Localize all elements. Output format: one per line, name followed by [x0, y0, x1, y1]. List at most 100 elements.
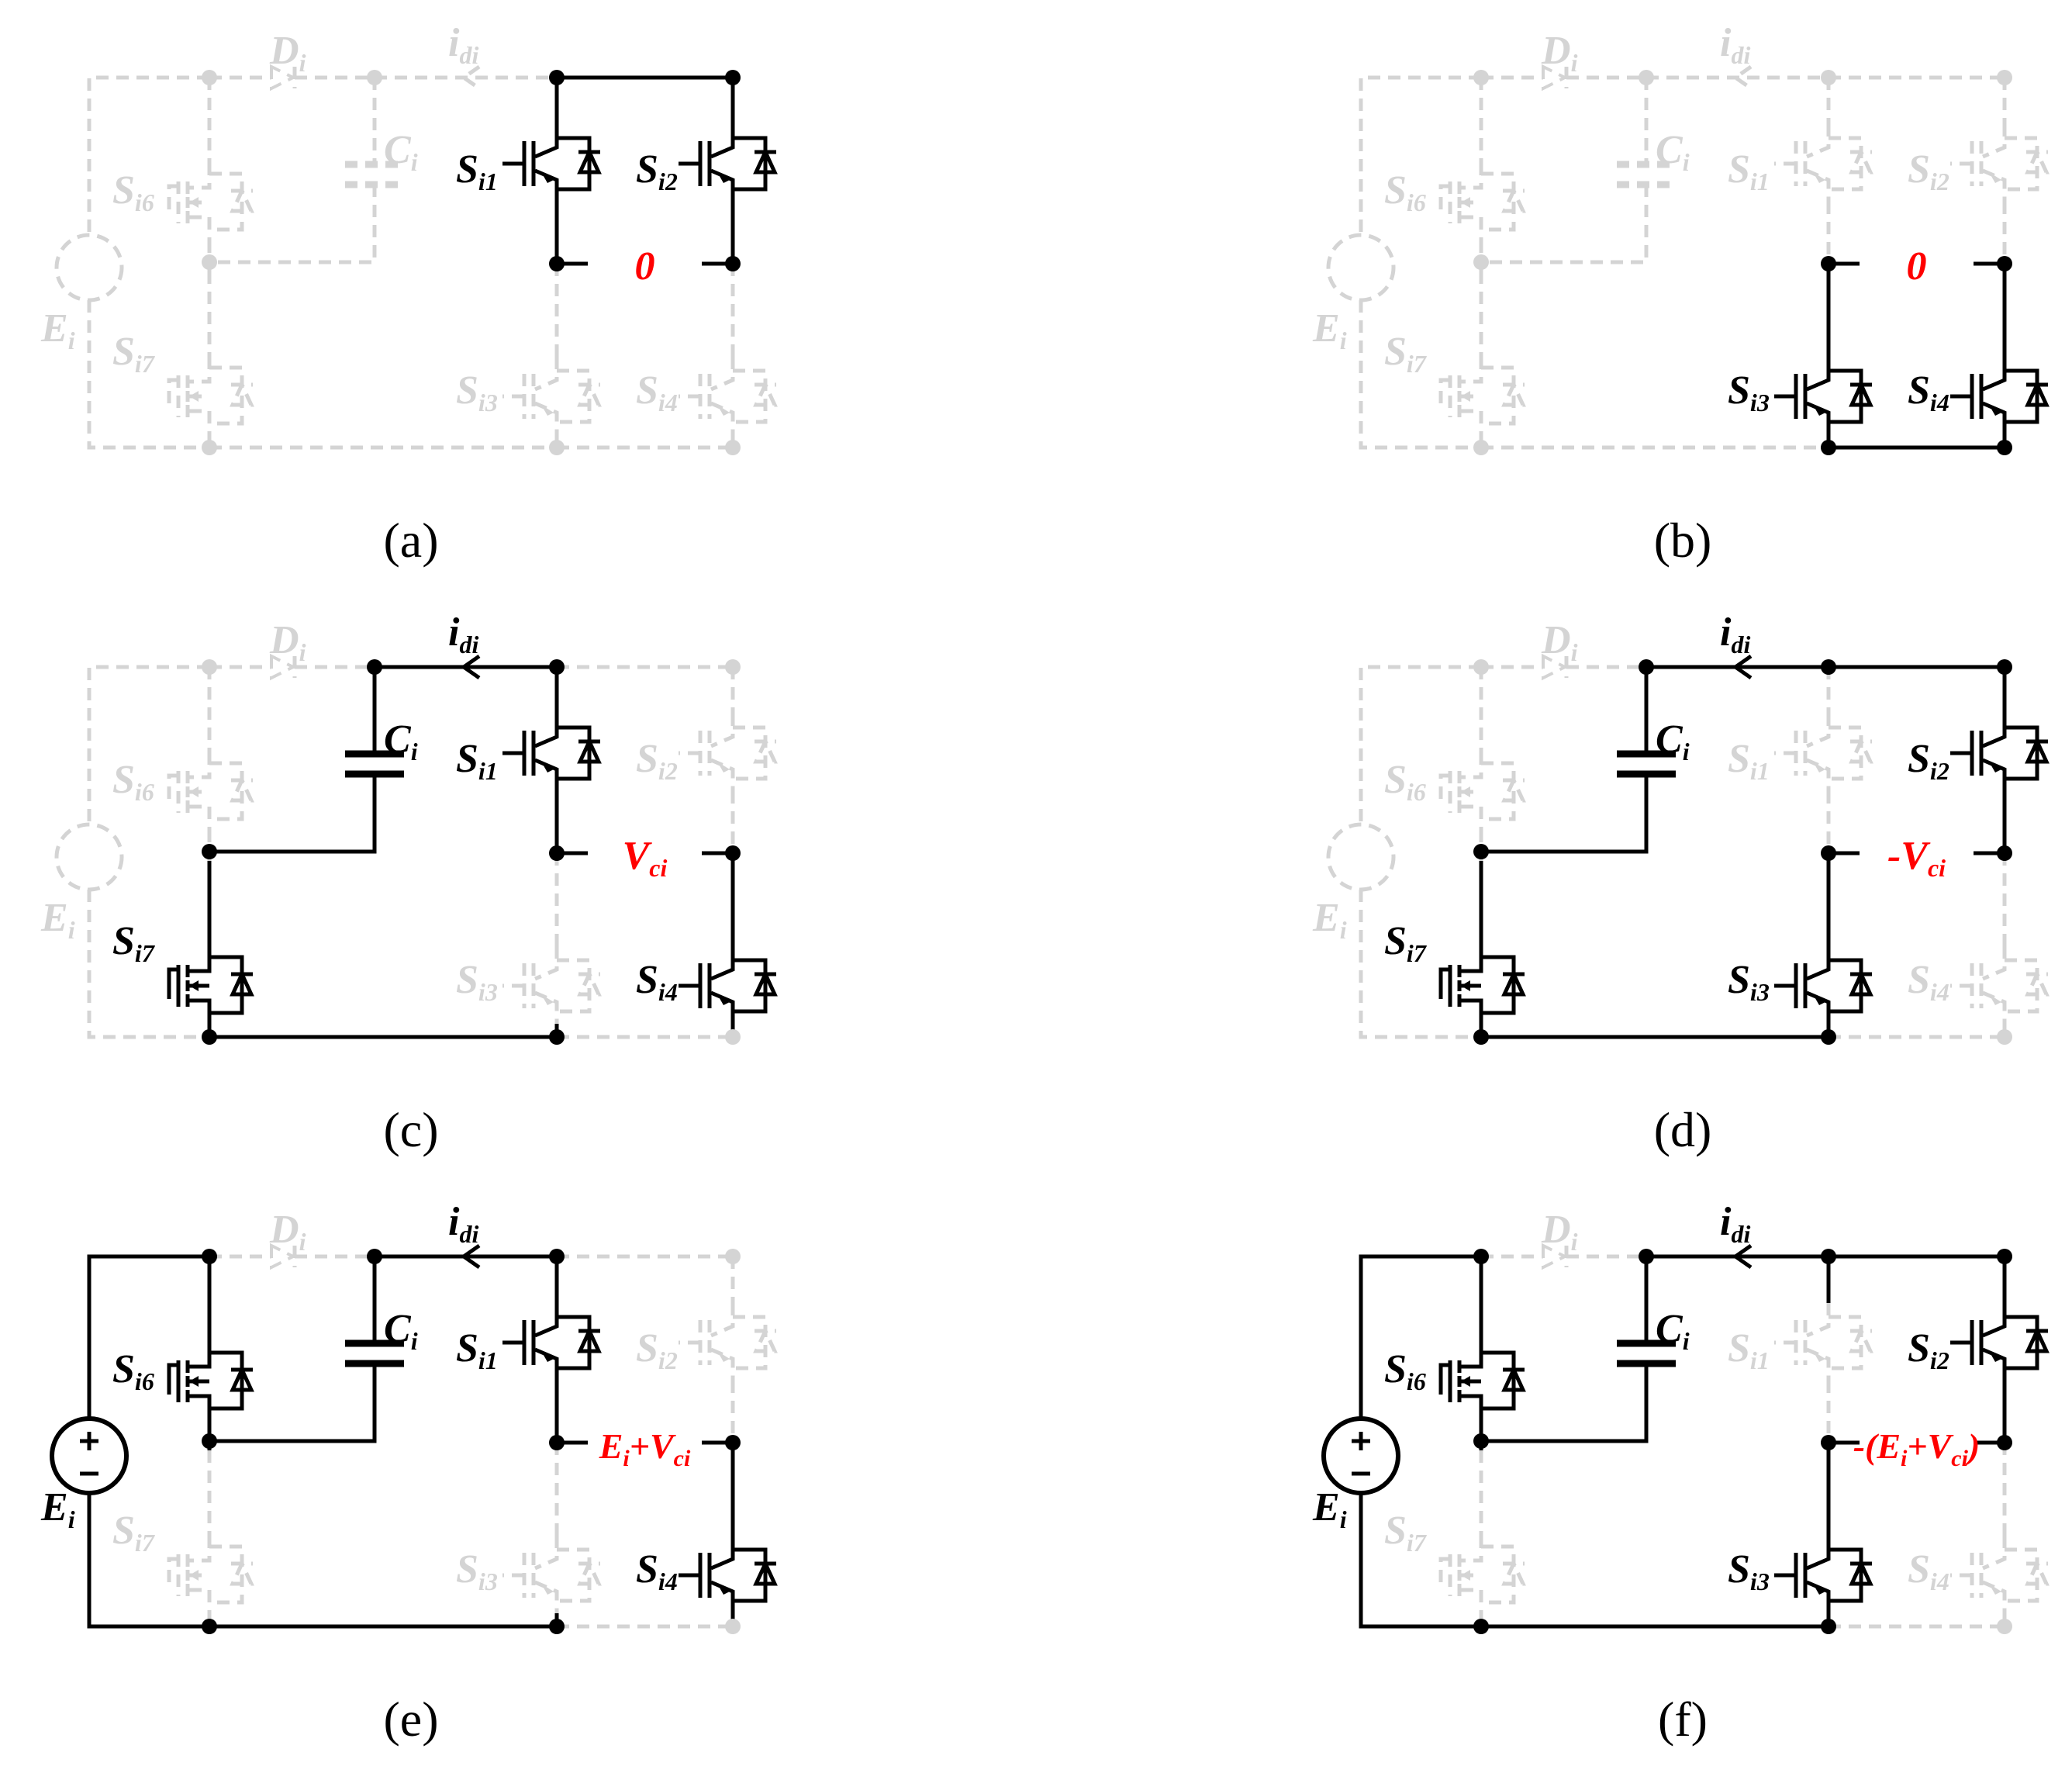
source-label: Ei	[1312, 306, 1347, 354]
s6-label-main: S	[1384, 168, 1407, 213]
capacitor-label: Ci	[1656, 1307, 1690, 1355]
junction-dot	[725, 1249, 741, 1264]
junction-dot	[1821, 1435, 1836, 1450]
cap-lower-wire	[209, 774, 377, 854]
junction-dot	[1821, 845, 1836, 861]
s6-mosfet-icon	[167, 1342, 254, 1419]
s2-igbt-icon	[1950, 124, 2050, 202]
s6-label: Si6	[1384, 168, 1426, 216]
s6-label-main: S	[112, 1347, 135, 1391]
capacitor-label: Ci	[384, 128, 418, 176]
junction-dot	[549, 659, 565, 675]
capacitor-label-sub: i	[411, 148, 418, 176]
s6-mosfet-icon	[1438, 752, 1526, 830]
s7-label: Si7	[1384, 1509, 1428, 1557]
junction-dot	[1821, 70, 1836, 85]
junction-dot	[202, 1433, 217, 1449]
dc-source-icon	[54, 233, 124, 302]
source-label-sub: i	[1340, 327, 1347, 354]
s7-label-sub: i7	[135, 1529, 156, 1557]
s7-label: Si7	[1384, 919, 1428, 967]
current-arrow-icon	[460, 1243, 481, 1270]
s2-label-sub: i2	[1930, 1346, 1949, 1374]
s3-label: Si3	[456, 1547, 498, 1595]
capacitor-label-sub: i	[1683, 1327, 1690, 1355]
junction-dot	[202, 440, 217, 455]
capacitor-label: Ci	[384, 717, 418, 766]
junction-dot	[202, 70, 217, 85]
s4-label-main: S	[1908, 1547, 1930, 1592]
junction-dot	[1997, 1249, 2012, 1264]
diode-label-main: D	[269, 1208, 299, 1252]
current-label-main: i	[1720, 1200, 1732, 1244]
s4-label-main: S	[1908, 368, 1930, 413]
junction-dot	[1473, 1029, 1489, 1045]
output-voltage-label-main: 0	[1907, 244, 1927, 289]
s4-label-sub: i4	[658, 1567, 678, 1595]
capacitor-label-sub: i	[411, 1327, 418, 1355]
s4-label: Si4	[1908, 958, 1949, 1006]
s1-label: Si1	[1728, 147, 1770, 195]
s2-igbt-icon	[1950, 1303, 2050, 1381]
current-label-sub: di	[459, 41, 478, 69]
s3-label: Si3	[1728, 958, 1770, 1006]
output-voltage-label: 0	[1907, 244, 1927, 289]
diode-label-sub: i	[1571, 49, 1578, 77]
dc-source-icon	[54, 822, 124, 892]
s4-label: Si4	[1908, 1547, 1949, 1595]
junction-dot	[549, 440, 565, 455]
s6-label-sub: i6	[1407, 1367, 1426, 1395]
s2-label-sub: i2	[658, 1346, 678, 1374]
s3-label-main: S	[1728, 368, 1750, 413]
junction-dot	[1997, 70, 2012, 85]
s1-label-main: S	[456, 1326, 478, 1370]
junction-dot	[549, 845, 565, 861]
s4-label-sub: i4	[658, 389, 678, 416]
junction-dot	[1821, 1619, 1836, 1634]
s7-label: Si7	[1384, 330, 1428, 378]
s7-label: Si7	[112, 330, 156, 378]
diode-label: Di	[269, 29, 306, 77]
cap-lower-wire	[1481, 185, 1649, 264]
s7-label-main: S	[112, 919, 135, 963]
junction-dot	[549, 70, 565, 85]
s2-label-main: S	[1908, 737, 1930, 781]
s7-label-main: S	[112, 1509, 135, 1553]
s3-label-main: S	[1728, 958, 1750, 1002]
capacitor-label: Ci	[1656, 717, 1690, 766]
diode-icon	[270, 64, 297, 92]
s4-label-main: S	[636, 1547, 658, 1592]
s4-label-sub: i4	[1930, 1567, 1949, 1595]
junction-dot	[367, 1249, 382, 1264]
s1-label-sub: i1	[478, 1346, 498, 1374]
s3-label-sub: i3	[1750, 389, 1770, 416]
junction-dot	[1997, 1435, 2012, 1450]
cap-lower-wire	[1481, 774, 1649, 854]
s1-label-sub: i1	[1750, 168, 1770, 195]
junction-dot	[549, 1029, 565, 1045]
junction-dot	[1997, 1029, 2012, 1045]
s7-mosfet-icon	[1438, 1536, 1526, 1613]
junction-dot	[202, 659, 217, 675]
junction-dot	[1997, 256, 2012, 271]
junction-dot	[725, 1619, 741, 1634]
s1-label-main: S	[456, 737, 478, 781]
diode-label-sub: i	[299, 49, 306, 77]
source-label-main: E	[40, 896, 68, 940]
current-label-main: i	[448, 610, 460, 655]
s6-label-main: S	[112, 758, 135, 802]
s3-label-main: S	[1728, 1547, 1750, 1592]
current-label-sub: di	[1731, 631, 1750, 658]
s1-label-main: S	[1728, 1326, 1750, 1370]
source-label-main: E	[1312, 1485, 1340, 1529]
junction-dot	[1997, 659, 2012, 675]
s3-label: Si3	[1728, 368, 1770, 416]
diode-label-sub: i	[299, 1228, 306, 1256]
current-label-main: i	[448, 21, 460, 65]
s3-label-main: S	[456, 958, 478, 1002]
diode-label: Di	[1541, 1208, 1578, 1256]
s4-label: Si4	[636, 1547, 678, 1595]
